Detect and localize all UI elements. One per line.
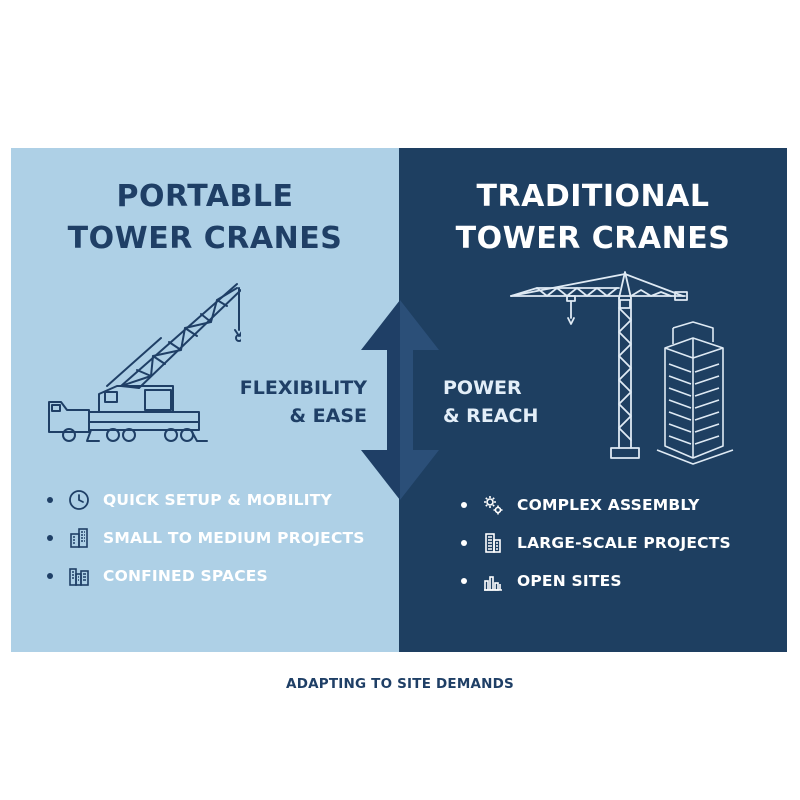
list-item: CONFINED SPACES: [47, 557, 365, 595]
list-item: LARGE-SCALE PROJECTS: [461, 524, 731, 562]
bullet-dot: [461, 578, 467, 584]
list-item: OPEN SITES: [461, 562, 731, 600]
power-label: POWER & REACH: [443, 374, 538, 430]
bullet-dot: [461, 540, 467, 546]
list-item: SMALL TO MEDIUM PROJECTS: [47, 519, 365, 557]
bullet-dot: [47, 573, 53, 579]
list-item-label: SMALL TO MEDIUM PROJECTS: [103, 529, 365, 547]
traditional-crane-panel: TRADITIONAL TOWER CRANES: [399, 148, 787, 652]
power-line1: POWER: [443, 377, 522, 399]
list-item-label: LARGE-SCALE PROJECTS: [517, 534, 731, 552]
traditional-title-line1: TRADITIONAL: [476, 179, 710, 214]
portable-title: PORTABLE TOWER CRANES: [11, 176, 399, 260]
traditional-features-list: COMPLEX ASSEMBLY LARGE-SCALE PROJECTS: [461, 486, 731, 600]
list-item: COMPLEX ASSEMBLY: [461, 486, 731, 524]
power-line2: & REACH: [443, 405, 539, 427]
traditional-title-line2: TOWER CRANES: [455, 221, 731, 256]
list-item-label: OPEN SITES: [517, 572, 622, 590]
portable-title-line2: TOWER CRANES: [67, 221, 343, 256]
flexibility-line2: & EASE: [289, 405, 367, 427]
list-item-label: CONFINED SPACES: [103, 567, 268, 585]
building-icon: [70, 528, 88, 548]
portable-title-line1: PORTABLE: [116, 179, 294, 214]
traditional-title: TRADITIONAL TOWER CRANES: [399, 176, 787, 260]
mobile-crane-illustration: [48, 283, 241, 442]
bullet-dot: [47, 535, 53, 541]
skyscraper-icon: [485, 533, 501, 553]
bullet-dot: [461, 502, 467, 508]
flexibility-label: FLEXIBILITY & EASE: [240, 374, 367, 430]
caption: ADAPTING TO SITE DEMANDS: [286, 676, 514, 692]
bullet-dot: [47, 497, 53, 503]
flexibility-line1: FLEXIBILITY: [239, 377, 367, 399]
open-site-icon: [484, 576, 502, 591]
tower-crane-illustration: [510, 271, 734, 465]
list-item-label: COMPLEX ASSEMBLY: [517, 496, 700, 514]
gears-icon: [484, 496, 503, 515]
double-arrow-icon: [361, 300, 439, 500]
list-item-label: QUICK SETUP & MOBILITY: [103, 491, 332, 509]
list-item: QUICK SETUP & MOBILITY: [47, 481, 365, 519]
clock-icon: [69, 490, 89, 510]
portable-crane-panel: PORTABLE TOWER CRANES: [11, 148, 399, 652]
portable-features-list: QUICK SETUP & MOBILITY SMALL TO MEDIUM P…: [47, 481, 365, 595]
city-icon: [69, 568, 89, 586]
